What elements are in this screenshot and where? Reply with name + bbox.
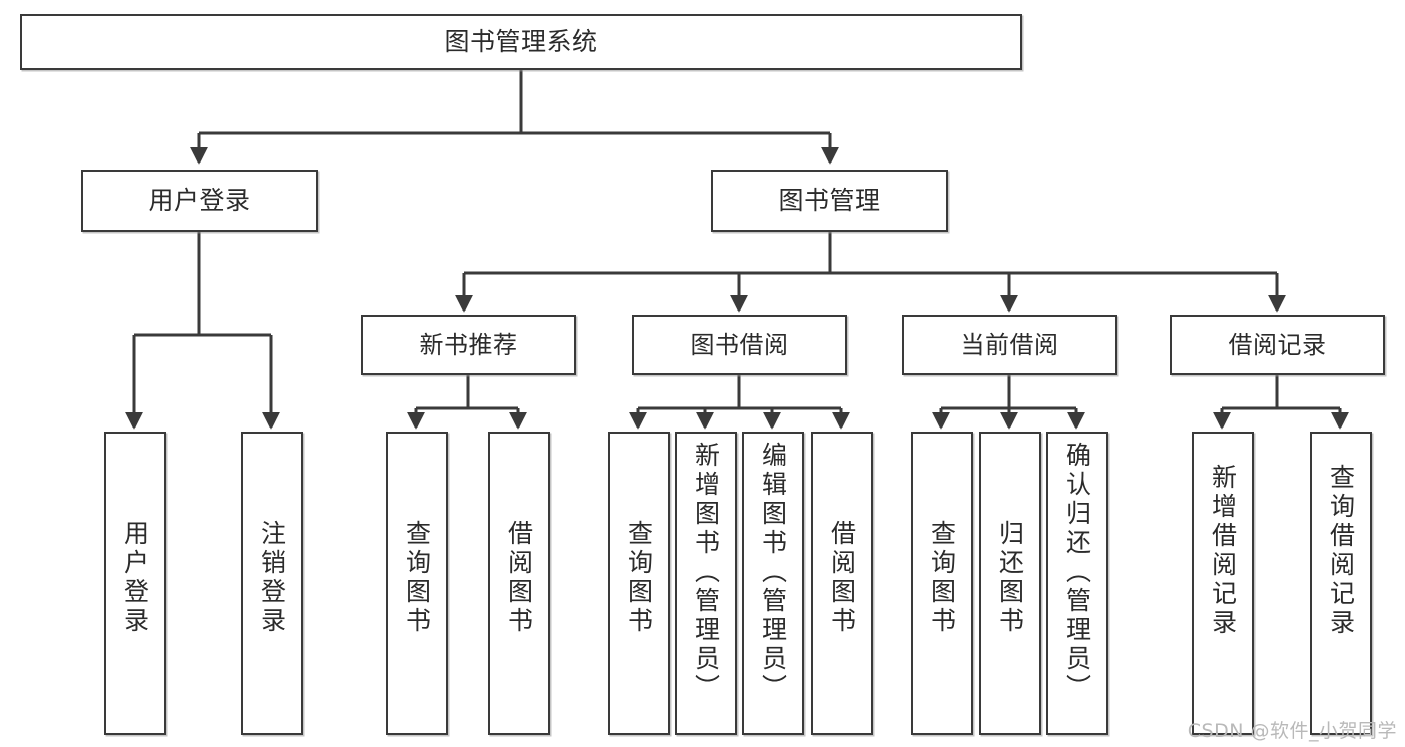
node-label: 用户登录 [148,186,251,215]
leaf-recommend-borrow-book[interactable]: 借阅图书 [488,432,550,735]
node-label: 新增借阅记录 [1208,464,1238,638]
leaf-borrow-borrow-book[interactable]: 借阅图书 [811,432,873,735]
node-label: 图书管理 [778,186,881,215]
leaf-borrow-add-book-admin[interactable]: 新增图书（管理员） [675,432,737,735]
node-label: 查询借阅记录 [1326,464,1356,638]
node-label: 归还图书 [995,520,1025,636]
leaf-user-login-login[interactable]: 用户登录 [104,432,166,735]
node-label: 查询图书 [402,520,432,636]
node-book-borrow[interactable]: 图书借阅 [632,315,847,375]
node-user-login[interactable]: 用户登录 [81,170,318,232]
node-label: 新书推荐 [419,330,518,359]
node-label: 用户登录 [120,520,150,636]
csdn-watermark: CSDN @软件_小贺同学 [1187,720,1397,742]
leaf-current-confirm-return-admin[interactable]: 确认归还（管理员） [1046,432,1108,735]
node-book-management[interactable]: 图书管理 [711,170,948,232]
node-current-borrow[interactable]: 当前借阅 [902,315,1117,375]
leaf-record-query-record[interactable]: 查询借阅记录 [1310,432,1372,735]
node-label: 查询图书 [624,520,654,636]
leaf-borrow-query-book[interactable]: 查询图书 [608,432,670,735]
node-label: 新增图书（管理员） [691,442,721,703]
leaf-user-login-logout[interactable]: 注销登录 [241,432,303,735]
node-borrow-record[interactable]: 借阅记录 [1170,315,1385,375]
node-label: 图书借阅 [690,330,789,359]
node-label: 当前借阅 [960,330,1059,359]
leaf-borrow-edit-book-admin[interactable]: 编辑图书（管理员） [742,432,804,735]
node-label: 借阅记录 [1228,330,1327,359]
leaf-current-return-book[interactable]: 归还图书 [979,432,1041,735]
node-new-book-recommend[interactable]: 新书推荐 [361,315,576,375]
leaf-recommend-query-book[interactable]: 查询图书 [386,432,448,735]
node-label: 注销登录 [257,520,287,636]
node-label: 借阅图书 [504,520,534,636]
leaf-current-query-book[interactable]: 查询图书 [911,432,973,735]
node-root-system[interactable]: 图书管理系统 [20,14,1022,70]
node-label: 编辑图书（管理员） [758,442,788,703]
node-label: 图书管理系统 [444,27,598,56]
node-label: 查询图书 [927,520,957,636]
node-label: 借阅图书 [827,520,857,636]
leaf-record-add-record[interactable]: 新增借阅记录 [1192,432,1254,735]
node-label: 确认归还（管理员） [1062,442,1092,703]
